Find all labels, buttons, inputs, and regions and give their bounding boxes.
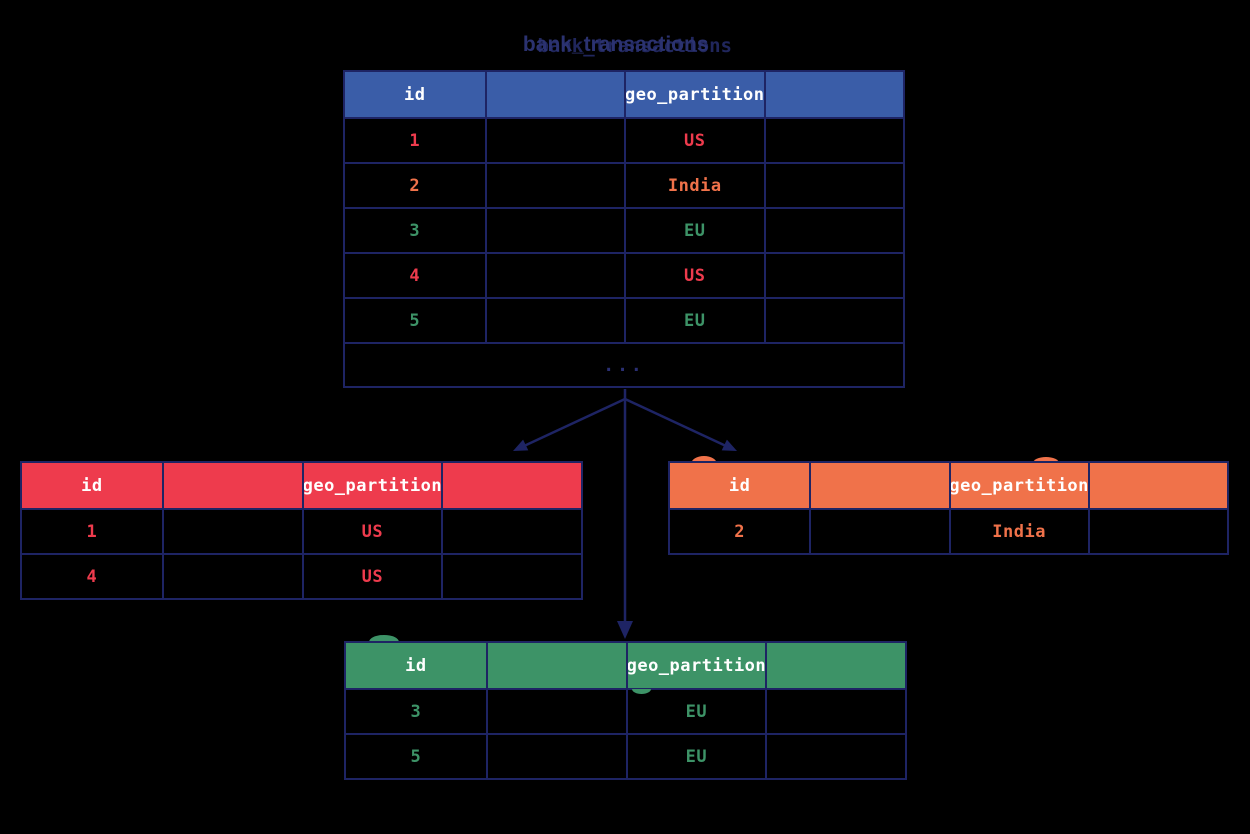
table-row: 5 EU	[346, 733, 905, 778]
cell-blank	[441, 510, 581, 553]
cell-geo: US	[301, 555, 442, 598]
cell-blank	[763, 209, 904, 252]
main-header-blank-1	[484, 72, 625, 117]
diagram-title: bank_transactions bank_transactions	[0, 33, 1250, 61]
cell-blank	[763, 119, 904, 162]
cell-blank	[765, 690, 905, 733]
arrowhead-down-icon	[617, 621, 633, 639]
arrow-line-right	[624, 397, 727, 448]
cell-geo: India	[948, 510, 1088, 553]
cell-geo: EU	[624, 299, 764, 342]
eu-header-blank-2	[765, 643, 905, 688]
table-row: 4 US	[22, 553, 581, 598]
cell-blank	[484, 164, 625, 207]
cell-id: 2	[409, 175, 421, 196]
arrowhead-left-icon	[513, 439, 529, 451]
cell-blank	[485, 735, 626, 778]
clipped-glyph-arc-green-bottom	[632, 689, 651, 694]
cell-id: 4	[409, 265, 421, 286]
eu-header-id: id	[405, 655, 427, 676]
cell-geo: EU	[625, 735, 766, 778]
cell-blank	[765, 735, 905, 778]
main-header-id: id	[404, 84, 426, 105]
diagram-title-ghost-text: bank_transactions	[537, 35, 732, 57]
table-row: 2 India	[345, 162, 903, 207]
cell-id: 2	[734, 521, 745, 542]
cell-geo: India	[624, 164, 764, 207]
clipped-glyph-arc-orange-left	[691, 456, 717, 464]
cell-blank	[484, 299, 625, 342]
table-row: 3 EU	[346, 688, 905, 733]
main-header-blank-2	[763, 72, 904, 117]
clipped-glyph-arc-orange-right	[1033, 457, 1059, 463]
cell-blank	[763, 299, 904, 342]
arrowhead-right-icon	[721, 439, 737, 451]
partition-table-us: id geo_partition 1 US 4 US	[20, 461, 583, 600]
cell-blank	[485, 690, 626, 733]
cell-blank	[484, 119, 625, 162]
cell-blank	[809, 510, 948, 553]
us-header-id: id	[81, 475, 103, 496]
cell-id: 1	[409, 130, 421, 151]
main-table-bank-transactions: id geo_partition 1 US 2 India 3 EU 4 US	[343, 70, 905, 388]
eu-table-header-row: id geo_partition	[346, 643, 905, 688]
cell-id: 1	[86, 521, 98, 542]
cell-id: 3	[409, 220, 421, 241]
cell-geo: EU	[625, 690, 766, 733]
cell-geo: EU	[624, 209, 764, 252]
cell-blank	[763, 254, 904, 297]
cell-blank	[441, 555, 581, 598]
us-header-blank-2	[441, 463, 581, 508]
us-table-header-row: id geo_partition	[22, 463, 581, 508]
india-header-blank-2	[1087, 463, 1227, 508]
cell-blank	[161, 555, 302, 598]
partition-table-india: id geo_partition 2 India	[668, 461, 1229, 555]
cell-geo: US	[624, 119, 764, 162]
india-header-blank-1	[809, 463, 948, 508]
table-row: 1 US	[22, 508, 581, 553]
table-row: 3 EU	[345, 207, 903, 252]
partition-table-eu: id geo_partition 3 EU 5 EU	[344, 641, 907, 780]
cell-geo: US	[301, 510, 442, 553]
us-header-blank-1	[161, 463, 302, 508]
clipped-glyph-arc-green-top	[369, 635, 399, 642]
main-table-header-row: id geo_partition	[345, 72, 903, 117]
cell-id: 4	[86, 566, 98, 587]
table-row: 5 EU	[345, 297, 903, 342]
cell-blank	[484, 254, 625, 297]
cell-geo: US	[624, 254, 764, 297]
cell-blank	[161, 510, 302, 553]
diagram-title-text: bank_transactions	[522, 33, 709, 56]
india-table-header-row: id geo_partition	[670, 463, 1227, 508]
india-header-id: id	[728, 475, 751, 496]
cell-id: 5	[410, 746, 422, 767]
table-row: 4 US	[345, 252, 903, 297]
cell-blank	[763, 164, 904, 207]
india-header-geo-partition: geo_partition	[948, 463, 1088, 508]
main-header-geo-partition: geo_partition	[624, 72, 764, 117]
cell-blank	[484, 209, 625, 252]
ellipsis-row: ...	[345, 342, 903, 386]
table-row: 2 India	[670, 508, 1227, 553]
cell-blank	[1087, 510, 1227, 553]
cell-id: 3	[410, 701, 422, 722]
eu-header-geo-partition: geo_partition	[625, 643, 765, 688]
table-row: 1 US	[345, 117, 903, 162]
eu-header-blank-1	[485, 643, 626, 688]
us-header-geo-partition: geo_partition	[301, 463, 441, 508]
arrow-line-left	[523, 397, 626, 448]
cell-id: 5	[409, 310, 421, 331]
